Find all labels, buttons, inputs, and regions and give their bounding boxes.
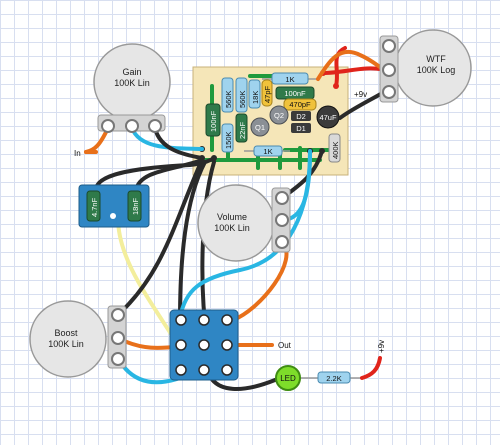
led-label: LED [280, 374, 296, 383]
resistor-150k-label: 150K [224, 131, 233, 149]
capacitor-47pf-label: 47pF [263, 85, 272, 103]
capacitor-100nf-side: 100nF [205, 103, 221, 137]
pot-wtf-value: 100K Log [417, 65, 456, 75]
pot-boost-name: Boost [54, 328, 78, 338]
pot-volume[interactable]: Volume 100K Lin [197, 184, 291, 262]
pot-wtf-name: WTF [426, 54, 446, 64]
resistor-1k-top-label: 1K [285, 75, 294, 84]
circuit-board: 1K 560K 560K 18K 47pF 100nF 470p [192, 66, 367, 176]
cap-18nf-label: 18nF [131, 197, 140, 215]
capacitor-470pf-label: 470pF [289, 100, 311, 109]
wires [84, 46, 390, 391]
capacitor-100nf-green: 100nF [275, 86, 315, 100]
cap-4-7nf-label: 4.7nF [90, 197, 99, 217]
footswitch-3pdt[interactable] [169, 309, 239, 381]
pot-wtf[interactable]: WTF 100K Log [379, 29, 472, 107]
capacitor-22nf-label: 22nF [238, 121, 247, 139]
transistor-q1: Q1 [250, 117, 270, 137]
output-label: Out [278, 341, 292, 350]
resistor-2-2k: 2.2K [317, 371, 351, 384]
resistor-560k-a-label: 560K [224, 90, 233, 108]
resistor-150k: 150K [221, 123, 234, 153]
resistor-1k-bottom-label: 1K [263, 147, 272, 156]
input-label: In [74, 149, 81, 158]
capacitor-47pf: 47pF [261, 79, 273, 107]
transistor-q1-label: Q1 [255, 123, 265, 132]
transistor-q2: Q2 [269, 105, 289, 125]
resistor-560k-a: 560K [221, 77, 234, 113]
capacitor-47uf-label: 47uF [319, 113, 337, 122]
diode-d2: D2 [291, 111, 311, 121]
resistor-18k: 18K [248, 79, 261, 109]
resistor-1k-top: 1K [262, 72, 318, 85]
pot-gain-value: 100K Lin [114, 78, 150, 88]
resistor-2-2k-label: 2.2K [326, 374, 341, 383]
capacitor-22nf: 22nF [235, 113, 248, 143]
capacitor-47uf: 47uF [316, 105, 340, 129]
diode-d1: D1 [291, 123, 311, 133]
cap-board: 4.7nF 18nF [78, 184, 150, 228]
pot-volume-name: Volume [217, 212, 247, 222]
capacitor-100nf-side-label: 100nF [209, 110, 218, 132]
capacitor-100nf-green-label: 100nF [284, 89, 306, 98]
resistor-1k-bottom: 1K [244, 145, 290, 157]
resistor-560k-b: 560K [235, 77, 248, 113]
pot-gain[interactable]: Gain 100K Lin [93, 43, 171, 133]
pot-boost-value: 100K Lin [48, 339, 84, 349]
resistor-400k: 400K [328, 133, 341, 163]
diode-d1-label: D1 [296, 124, 306, 133]
diode-d2-label: D2 [296, 112, 306, 121]
capacitor-470pf: 470pF [283, 98, 317, 111]
board-9v-label: +9v [354, 90, 367, 99]
led-9v-label: +9v [377, 340, 386, 353]
transistor-q2-label: Q2 [274, 111, 284, 120]
resistor-400k-label: 400K [331, 141, 340, 159]
pot-volume-value: 100K Lin [214, 223, 250, 233]
resistor-560k-b-label: 560K [238, 90, 247, 108]
led: LED [275, 365, 301, 391]
pot-gain-name: Gain [122, 67, 141, 77]
resistor-18k-label: 18K [251, 91, 260, 104]
pot-boost[interactable]: Boost 100K Lin [29, 300, 127, 378]
